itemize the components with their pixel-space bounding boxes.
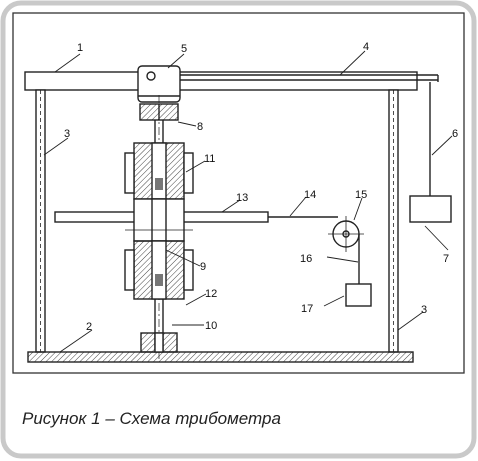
- weight-7: [409, 195, 452, 223]
- label-17: 17: [301, 303, 313, 315]
- weight-17: [345, 283, 372, 307]
- label-2: 2: [86, 321, 92, 333]
- label-15: 15: [355, 189, 367, 201]
- label-10: 10: [205, 320, 217, 332]
- label-5: 5: [181, 43, 187, 55]
- base-plate: [27, 351, 414, 363]
- label-3-right: 3: [421, 304, 427, 316]
- top-beam: [24, 71, 418, 91]
- left-post: [35, 89, 46, 353]
- part-labels: 1 2 3 3 4 5 6 7 8 9 10 11 12 13 14 15 16…: [64, 41, 458, 333]
- figure-caption: Рисунок 1 – Схема трибометра: [22, 409, 281, 428]
- label-16: 16: [300, 253, 312, 265]
- label-9: 9: [200, 261, 206, 273]
- label-7: 7: [443, 253, 449, 265]
- label-8: 8: [197, 121, 203, 133]
- label-1: 1: [77, 42, 83, 54]
- label-6: 6: [452, 128, 458, 140]
- label-3-left: 3: [64, 128, 70, 140]
- drawing-frame: [12, 12, 465, 374]
- label-14: 14: [304, 189, 316, 201]
- right-post: [388, 89, 399, 353]
- label-11: 11: [204, 153, 215, 165]
- label-13: 13: [236, 192, 248, 204]
- label-12: 12: [205, 288, 217, 300]
- label-4: 4: [363, 41, 369, 53]
